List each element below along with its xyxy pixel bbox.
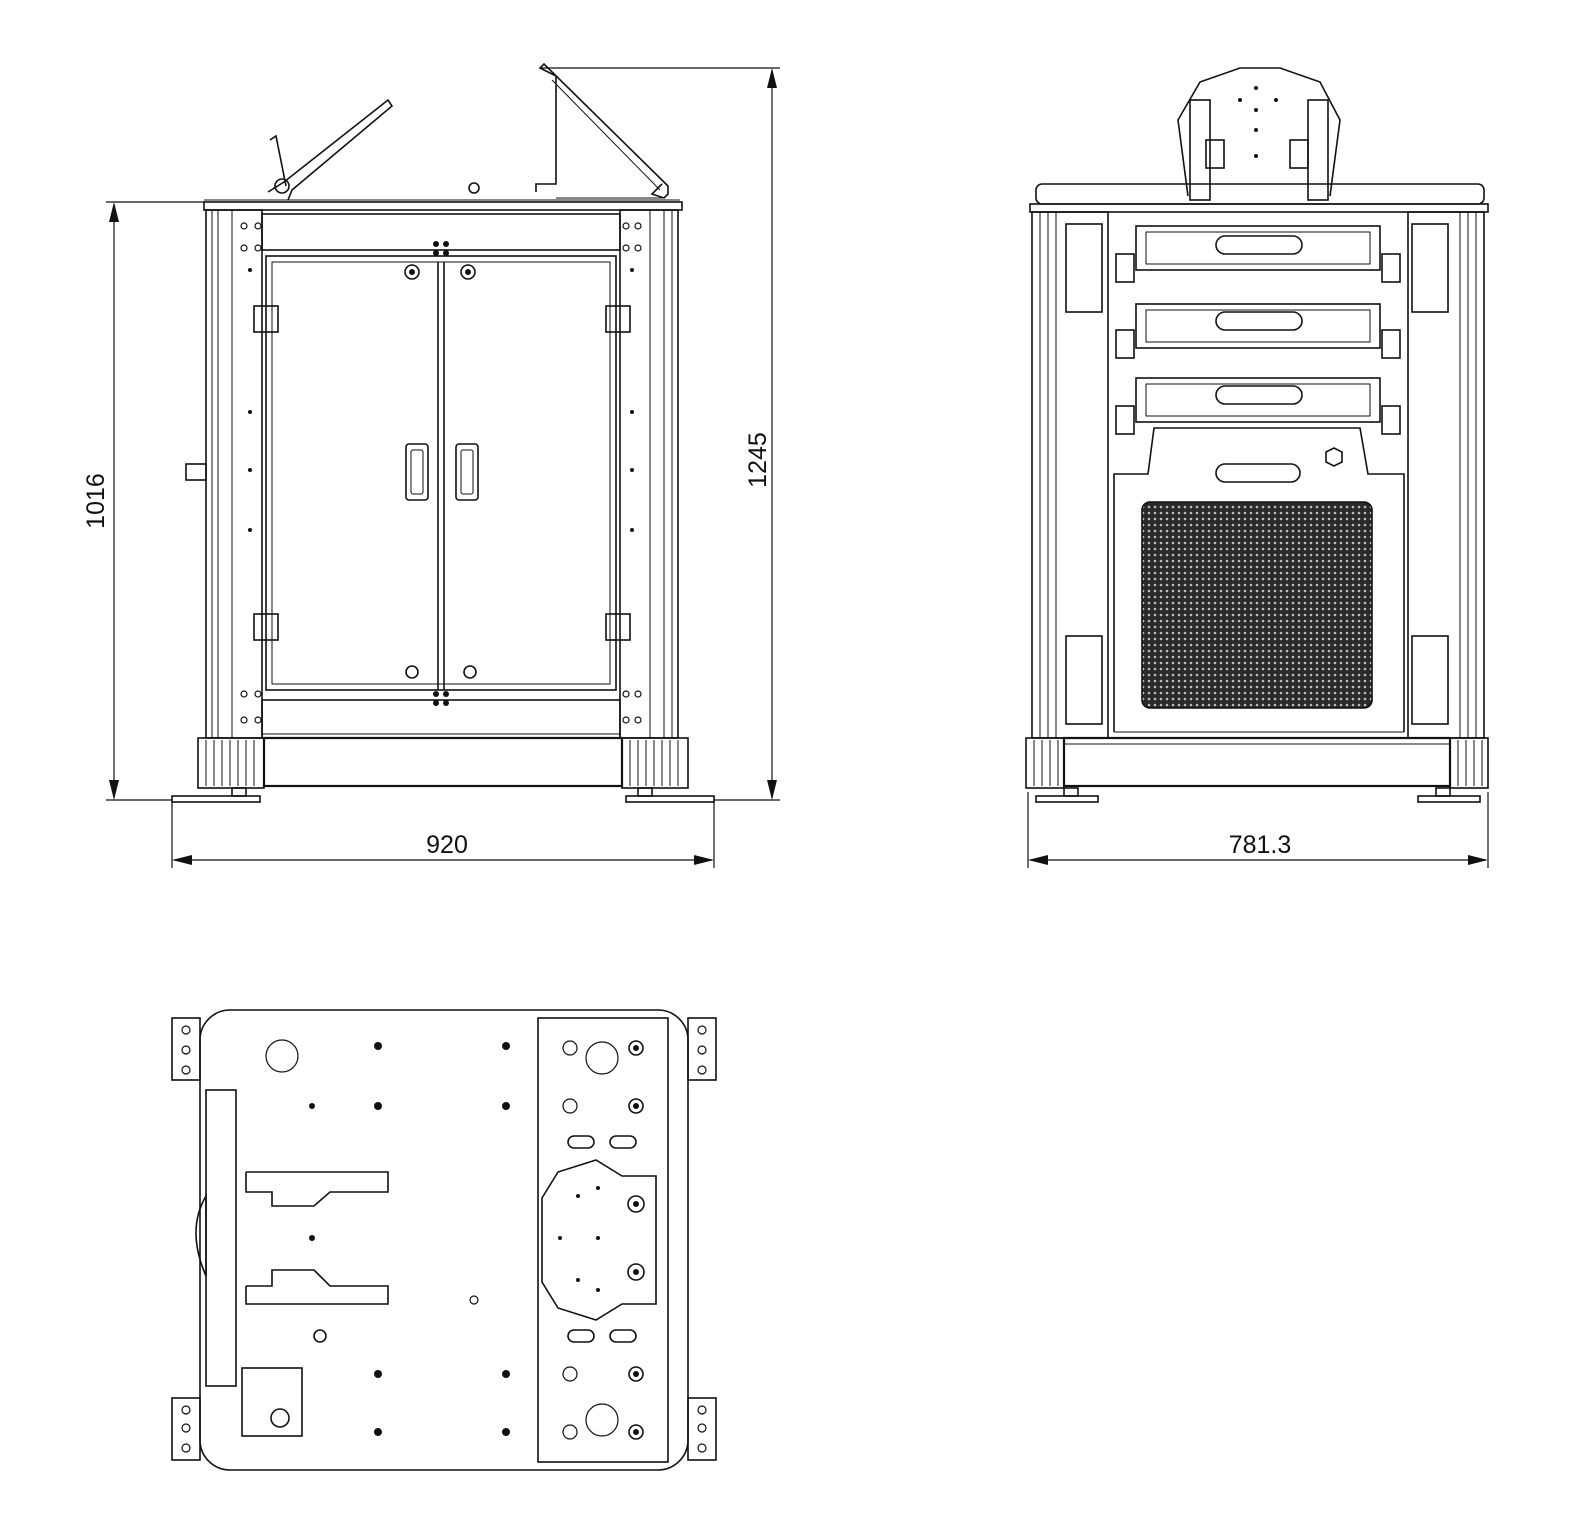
dimension-label-781-3: 781.3 — [1229, 831, 1292, 859]
dimension-front-width: 920 — [171, 802, 715, 868]
top-view — [171, 1009, 717, 1471]
dimension-side-width: 781.3 — [1027, 792, 1489, 868]
dimension-front-height: 1016 — [82, 201, 204, 801]
front-view — [171, 62, 715, 803]
dimension-label-1016: 1016 — [82, 473, 110, 529]
dimension-front-total-height: 1245 — [540, 67, 780, 801]
drawer-trays — [1115, 225, 1401, 435]
dimension-label-1245: 1245 — [744, 432, 772, 488]
side-view — [1025, 67, 1489, 803]
column-holes — [240, 222, 642, 724]
dimension-label-920: 920 — [426, 831, 468, 859]
